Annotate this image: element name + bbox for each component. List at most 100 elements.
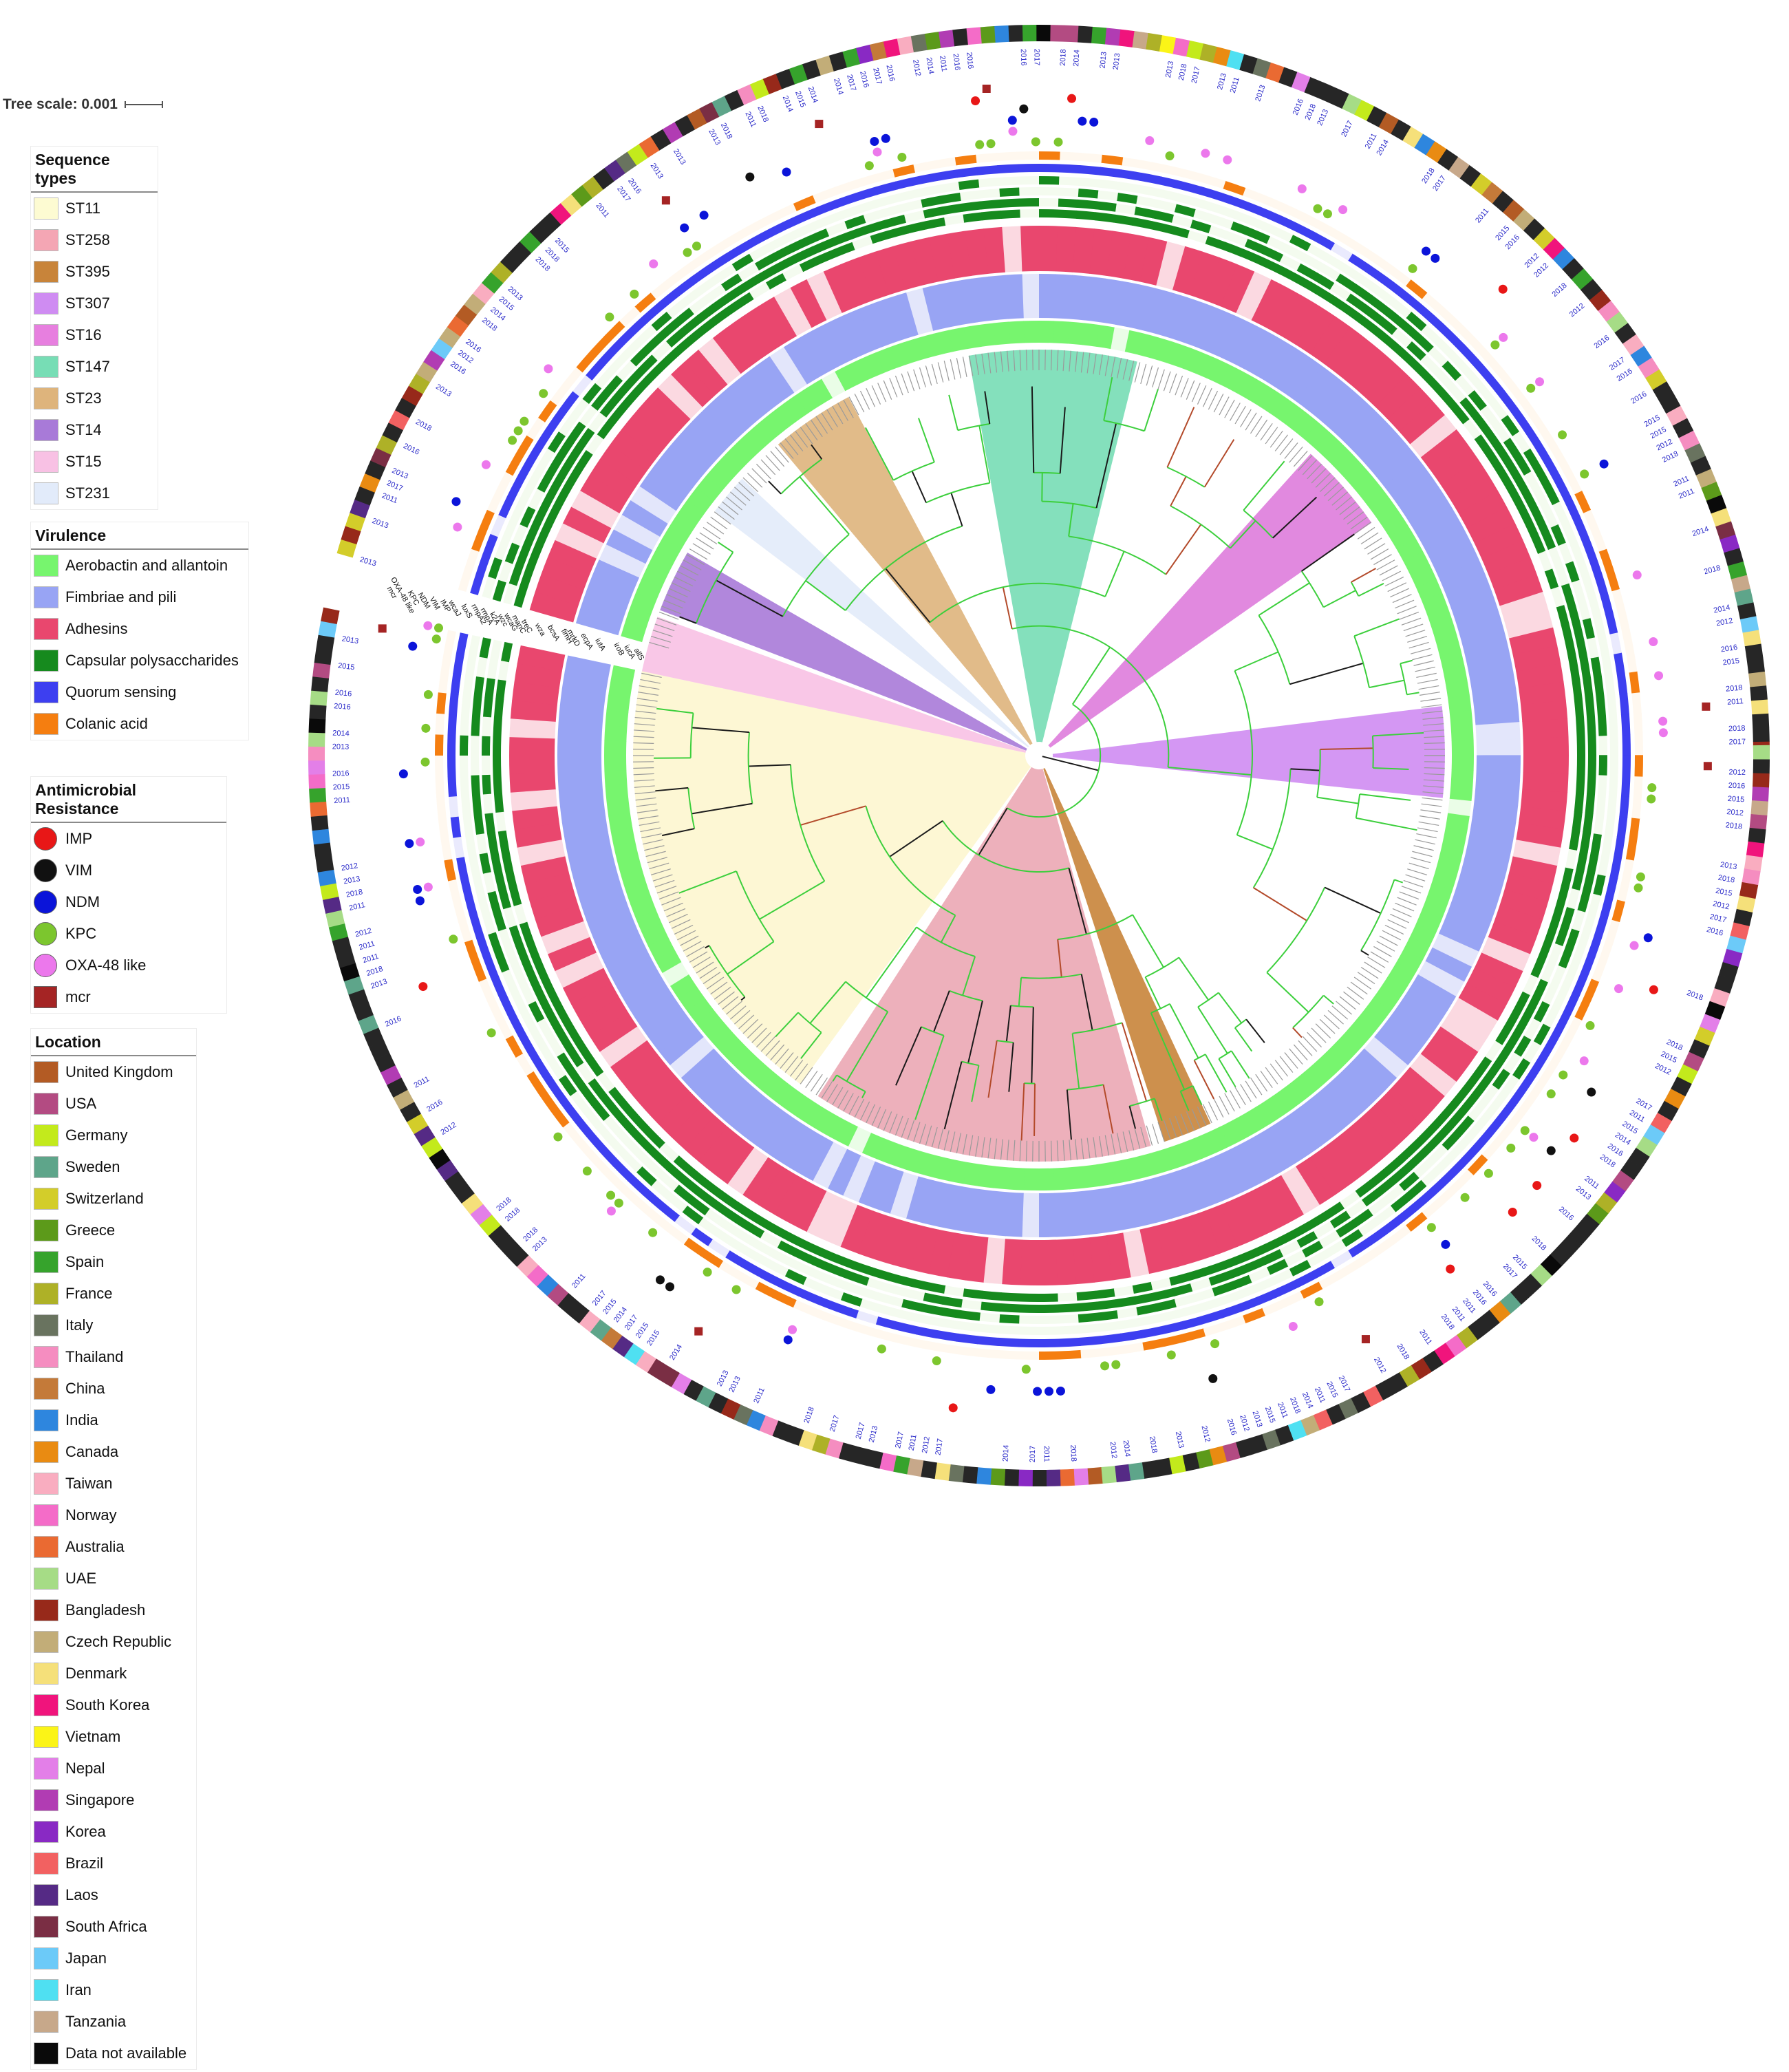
annotation-cell <box>476 936 491 959</box>
annotation-cell <box>1115 1296 1137 1308</box>
annotation-cell <box>473 814 485 835</box>
year-label: 2018 <box>1069 1444 1078 1462</box>
year-label: 2011 <box>1450 1305 1467 1323</box>
location-cell <box>315 856 334 873</box>
amr-dot <box>1658 728 1668 738</box>
legend-label: Korea <box>65 1823 106 1840</box>
leaf-tick <box>821 1080 833 1099</box>
annotation-cell <box>983 1237 1006 1285</box>
leaf-tick <box>1343 991 1360 1005</box>
annotation-cell <box>716 386 758 431</box>
legend-label: ST395 <box>65 263 110 280</box>
annotation-cell <box>1488 398 1508 420</box>
leaf-tick <box>1379 935 1398 946</box>
annotation-cell <box>599 1146 620 1167</box>
annotation-cell <box>1485 1040 1503 1061</box>
annotation-cell <box>560 1098 580 1121</box>
tree-branch <box>678 871 737 894</box>
leaf-tick <box>1376 559 1395 570</box>
leaf-tick <box>1104 355 1110 376</box>
annotation-cell <box>1019 209 1039 218</box>
tree-branch <box>1066 1089 1072 1140</box>
year-label: 2014 <box>781 94 795 113</box>
annotation-cell <box>613 515 661 551</box>
leaf-tick <box>636 704 657 708</box>
location-cell <box>539 212 561 235</box>
tree-branch <box>1008 1042 1014 1092</box>
leaf-tick <box>751 1027 767 1043</box>
leaf-tick <box>1390 913 1409 923</box>
tree-scale: Tree scale: 0.001 <box>3 96 163 113</box>
annotation-cell <box>1383 307 1404 327</box>
leaf-tick <box>810 419 823 438</box>
annotation-cell <box>1174 1294 1197 1307</box>
annotation-cell <box>855 186 879 201</box>
amr-dot <box>872 147 882 157</box>
annotation-cell <box>707 253 730 273</box>
annotation-cell <box>597 419 615 440</box>
annotation-cell <box>1150 221 1172 234</box>
annotation-cell <box>1504 609 1554 639</box>
annotation-cell <box>704 284 726 303</box>
leaf-tick <box>1350 981 1368 995</box>
year-label: 2013 <box>434 383 453 398</box>
legend-swatch <box>34 1758 58 1780</box>
location-cell <box>1448 156 1470 179</box>
amr-dot <box>782 167 791 177</box>
annotation-cell <box>1540 528 1556 551</box>
annotation-cell <box>588 412 607 434</box>
annotation-cell <box>634 292 656 313</box>
annotation-cell <box>470 916 484 939</box>
location-cell <box>1510 1283 1532 1305</box>
leaf-tick <box>1331 1005 1349 1020</box>
location-cell <box>1746 841 1765 857</box>
leaf-tick <box>636 809 658 813</box>
leaf-tick <box>931 1126 938 1148</box>
location-cell <box>627 144 648 166</box>
annotation-cell <box>1204 257 1238 307</box>
annotation-cell <box>1142 160 1165 173</box>
annotation-cell <box>1294 223 1317 241</box>
year-label: 2015 <box>1620 1120 1639 1135</box>
gene-label: wza <box>533 621 547 639</box>
annotation-cell <box>696 1010 723 1036</box>
leaf-tick <box>994 1138 998 1160</box>
legend-swatch <box>34 1441 58 1463</box>
annotation-cell <box>1121 157 1144 169</box>
annotation-cell <box>783 1089 808 1117</box>
location-cell <box>1275 1424 1294 1446</box>
leaf-tick <box>907 1120 915 1140</box>
annotation-cell <box>1450 725 1474 742</box>
annotation-cell <box>1039 1351 1061 1360</box>
annotation-cell <box>1323 326 1366 374</box>
annotation-cell <box>571 983 620 1021</box>
annotation-cell <box>840 204 863 220</box>
location-cell <box>332 937 352 955</box>
annotation-cell <box>1069 1190 1090 1237</box>
annotation-cell <box>1084 1188 1107 1235</box>
annotation-cell <box>988 275 1009 321</box>
amr-dot <box>415 896 425 906</box>
tree-branch <box>1360 793 1411 801</box>
annotation-cell <box>1463 367 1483 389</box>
annotation-cell <box>495 811 506 833</box>
legend-item: France <box>31 1278 196 1310</box>
year-label: 2016 <box>1504 233 1521 251</box>
annotation-cell <box>901 200 923 213</box>
annotation-cell <box>1364 264 1387 284</box>
annotation-cell <box>1267 1259 1289 1275</box>
annotation-cell <box>1219 1303 1242 1318</box>
annotation-cell <box>1422 1198 1444 1219</box>
legend-swatch <box>34 1504 58 1526</box>
annotation-cell <box>1296 1100 1336 1146</box>
annotation-cell <box>1279 1240 1301 1257</box>
annotation-cell <box>978 323 996 347</box>
leaf-tick <box>837 1090 849 1109</box>
annotation-cell <box>1075 210 1096 221</box>
leaf-tick <box>1339 996 1356 1010</box>
leaf-tick <box>1075 1139 1078 1160</box>
annotation-cell <box>1413 1158 1435 1178</box>
location-cell <box>358 1015 379 1035</box>
annotation-cell <box>938 1318 961 1329</box>
annotation-cell <box>881 204 904 217</box>
